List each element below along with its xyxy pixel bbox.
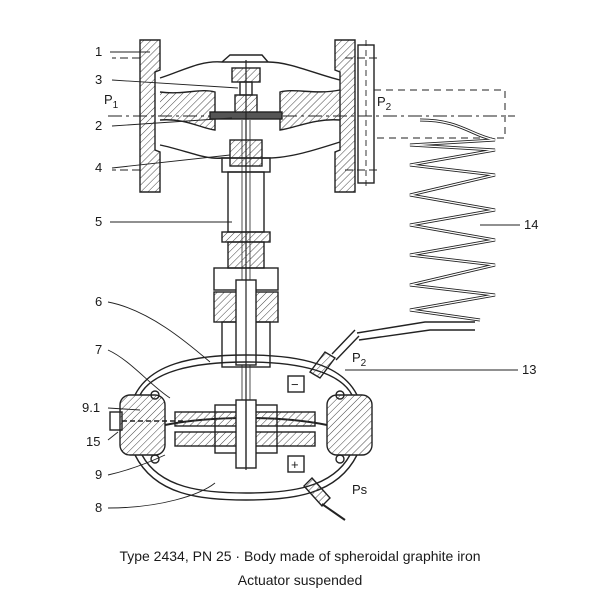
label-2: 2 <box>95 118 102 133</box>
pressure-p2-top: P2 <box>377 94 392 113</box>
label-4: 4 <box>95 160 102 175</box>
actuator-flange-left <box>119 394 166 456</box>
plus-chamber-marker <box>287 455 305 473</box>
label-3: 3 <box>95 72 102 87</box>
label-9-1: 9.1 <box>82 400 100 415</box>
minus-sign: − <box>291 377 299 392</box>
label-13: 13 <box>522 362 536 377</box>
flange-screws <box>109 390 345 464</box>
label-9: 9 <box>95 467 102 482</box>
label-5: 5 <box>95 214 102 229</box>
minus-chamber-marker <box>287 375 305 393</box>
control-line-ps-fitting <box>303 476 346 521</box>
diaphragm-plate <box>174 399 316 469</box>
impulse-line <box>356 321 475 341</box>
label-6: 6 <box>95 294 102 309</box>
mating-flange <box>357 40 375 190</box>
actuator-flange-right <box>326 394 373 456</box>
coil-spring <box>409 118 496 322</box>
pressure-p1: P1 <box>104 92 119 111</box>
label-15: 15 <box>86 434 100 449</box>
control-line-p2-fitting <box>308 329 360 379</box>
actuator-housing <box>134 354 358 501</box>
left-flange <box>139 39 161 193</box>
pressure-ps: Ps <box>352 482 368 497</box>
plus-sign: + <box>291 457 299 472</box>
coupling <box>213 241 279 368</box>
label-1: 1 <box>95 44 102 59</box>
caption-line-2: Actuator suspended <box>237 572 363 588</box>
caption-line-1: Type 2434, PN 25 · Body made of spheroid… <box>119 548 481 564</box>
downstream-pipe <box>374 89 506 139</box>
label-8: 8 <box>95 500 102 515</box>
leader-lines <box>107 51 520 509</box>
label-7: 7 <box>95 342 102 357</box>
valve-body <box>159 54 341 159</box>
pressure-p2-line: P2 <box>352 350 367 369</box>
label-14: 14 <box>524 217 538 232</box>
